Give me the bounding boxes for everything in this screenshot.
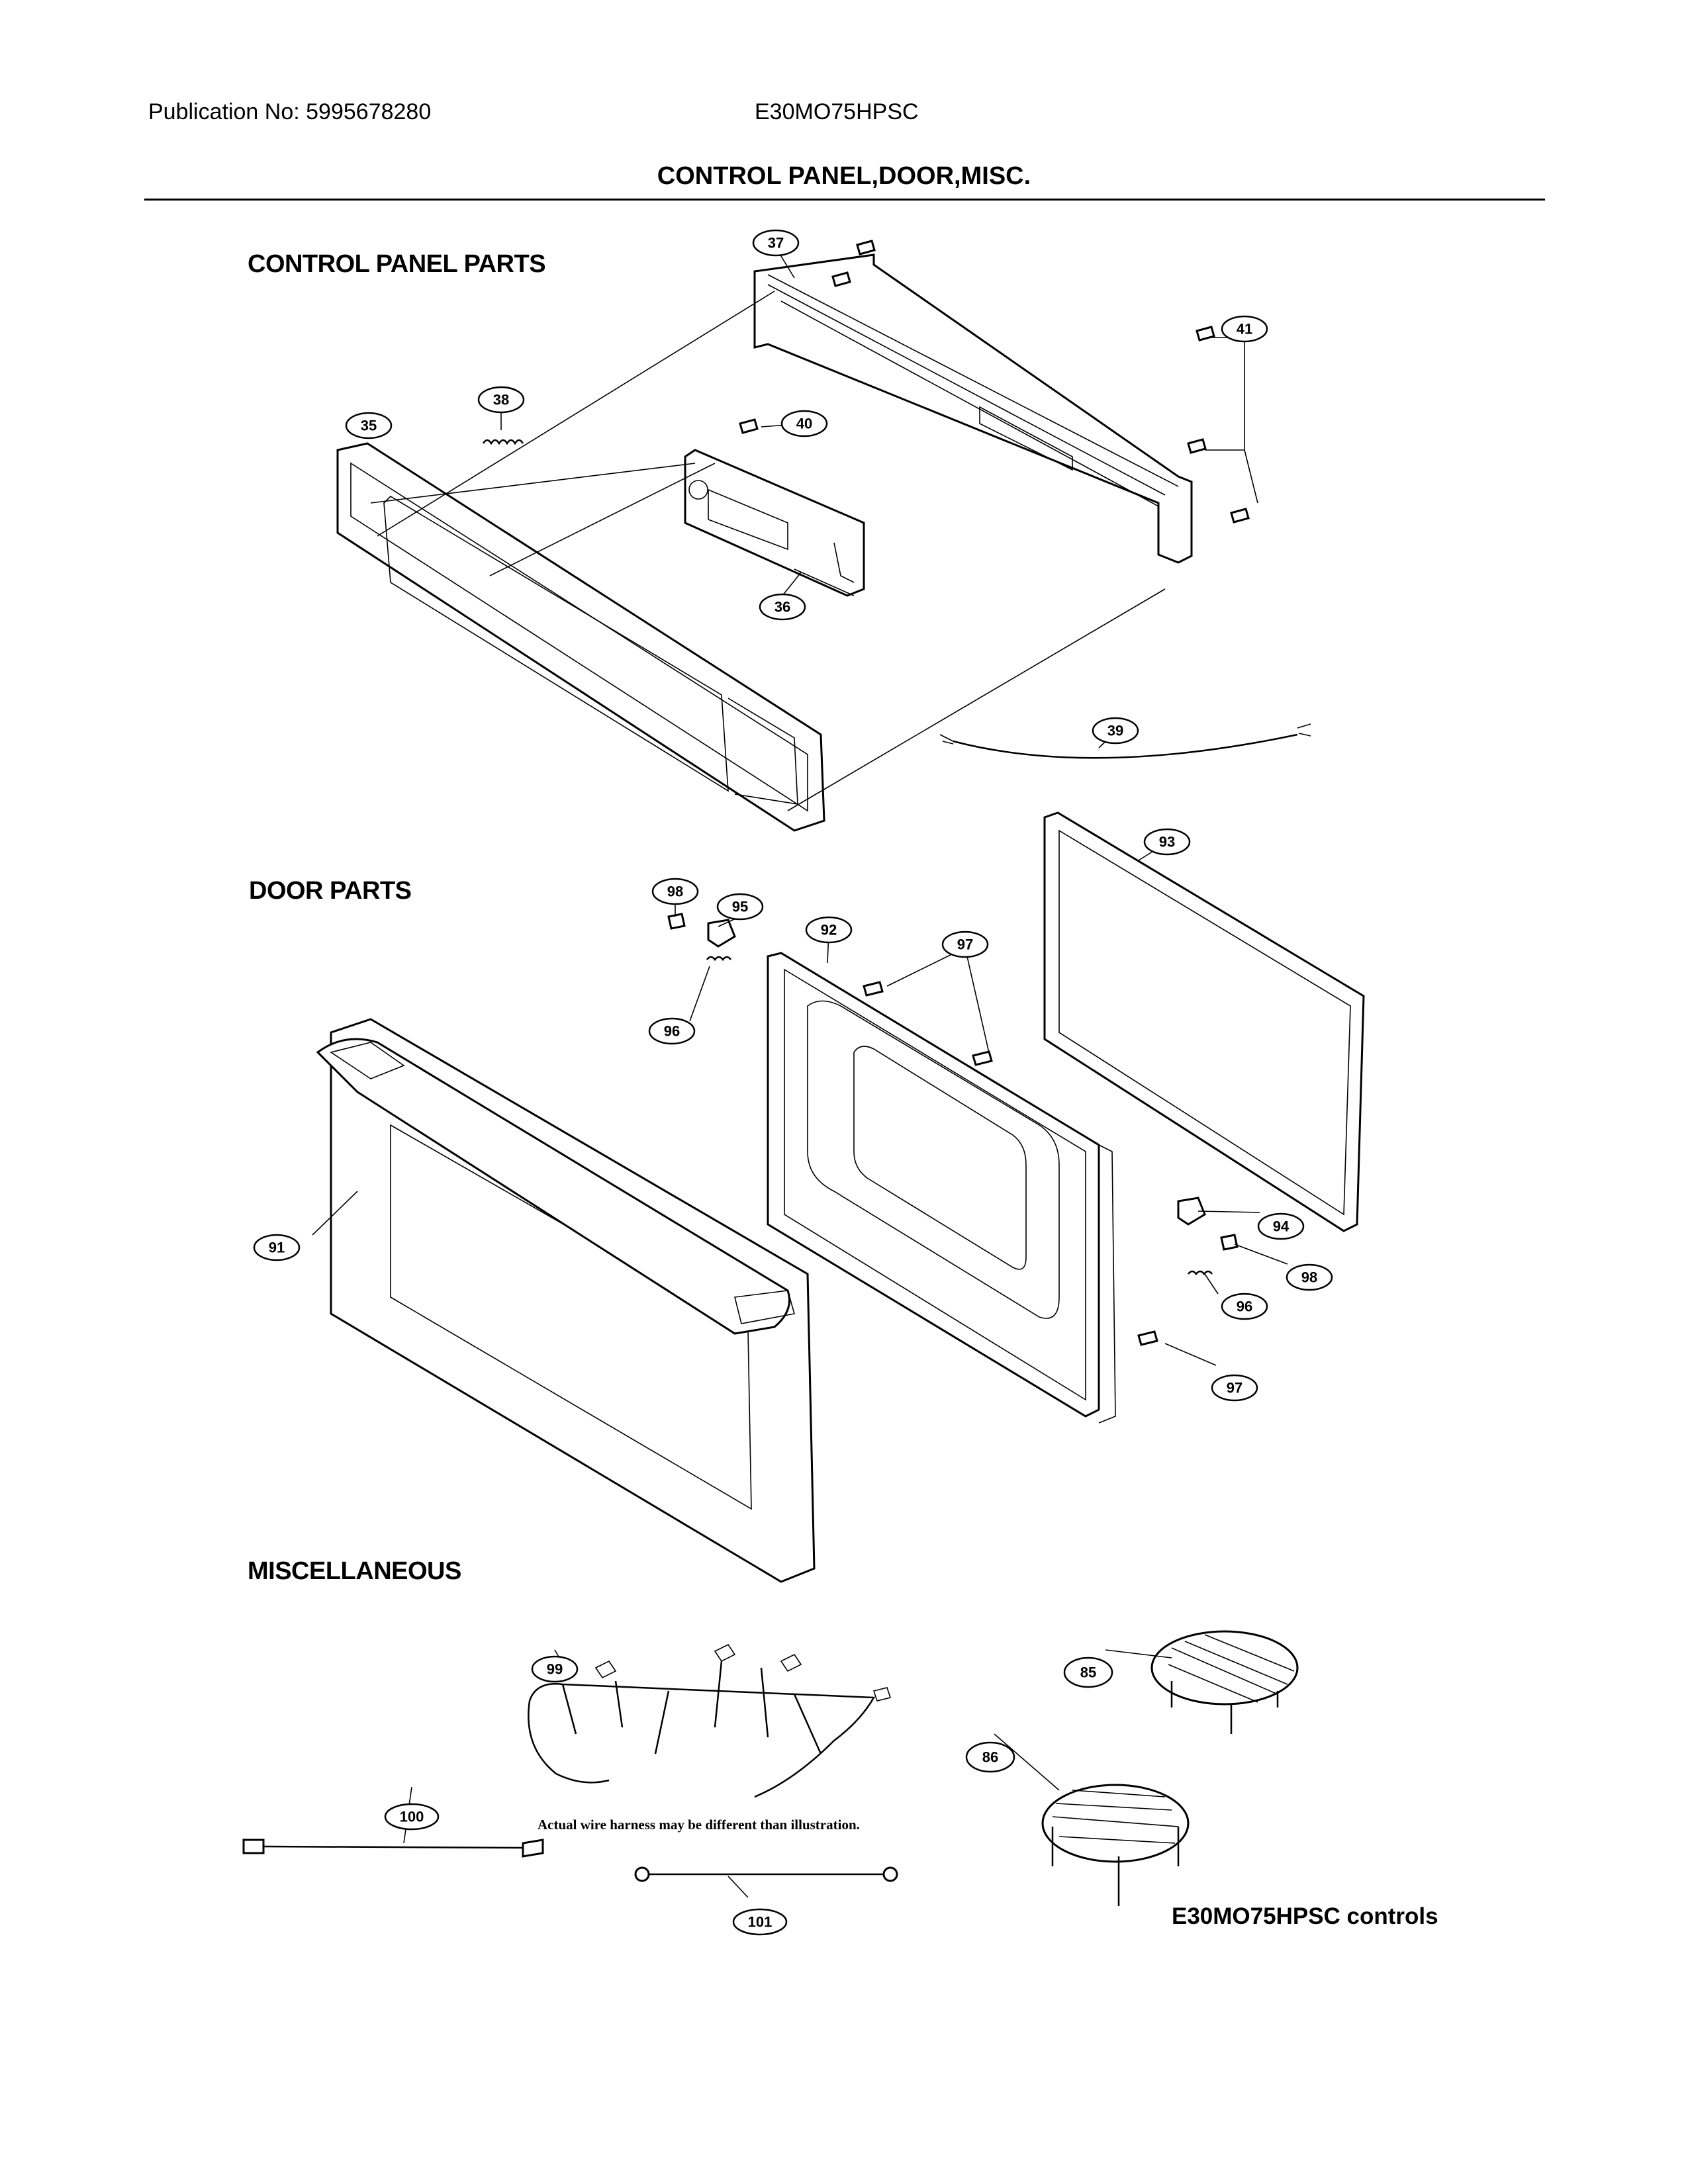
svg-text:35: 35 xyxy=(361,418,377,434)
callout-98: 98 xyxy=(1286,1263,1333,1291)
svg-text:98: 98 xyxy=(1301,1269,1317,1286)
door-screw-part xyxy=(863,981,1158,1346)
callout-101: 101 xyxy=(732,1908,788,1936)
svg-text:36: 36 xyxy=(774,599,790,615)
svg-text:97: 97 xyxy=(957,936,973,953)
svg-text:96: 96 xyxy=(1237,1298,1252,1315)
svg-text:39: 39 xyxy=(1107,723,1123,739)
page-title: CONTROL PANEL,DOOR,MISC. xyxy=(657,162,1031,190)
callout-98: 98 xyxy=(651,878,699,905)
callout-97: 97 xyxy=(941,931,989,958)
control-board-part xyxy=(684,449,865,597)
publication-number: Publication No: 5995678280 xyxy=(148,99,432,124)
svg-text:92: 92 xyxy=(821,922,837,938)
svg-text:93: 93 xyxy=(1159,834,1175,850)
title-rule xyxy=(144,199,1545,201)
callout-40: 40 xyxy=(780,410,828,437)
wire-harness-part xyxy=(528,1643,892,1798)
outer-door-part xyxy=(316,1018,816,1583)
oven-rack-part xyxy=(1150,1630,1299,1734)
callout-85: 85 xyxy=(1063,1657,1113,1688)
wire-harness-note: Actual wire harness may be different tha… xyxy=(538,1817,860,1833)
callout-95: 95 xyxy=(716,893,764,921)
svg-text:37: 37 xyxy=(768,235,784,251)
callout-38: 38 xyxy=(477,386,525,414)
svg-text:91: 91 xyxy=(269,1240,285,1256)
callout-41: 41 xyxy=(1221,315,1268,343)
callout-97: 97 xyxy=(1211,1374,1258,1402)
door-latch-part xyxy=(667,913,1239,1276)
wire-part xyxy=(939,723,1311,759)
svg-text:38: 38 xyxy=(493,392,509,408)
callout-91: 91 xyxy=(253,1234,301,1261)
callout-96: 96 xyxy=(1221,1293,1268,1320)
callout-37: 37 xyxy=(752,229,800,257)
svg-text:100: 100 xyxy=(400,1809,424,1825)
callout-99: 99 xyxy=(531,1655,579,1683)
svg-text:94: 94 xyxy=(1273,1218,1289,1235)
door-seal-frame-part xyxy=(1043,811,1365,1232)
door-section-heading: DOOR PARTS xyxy=(249,877,412,905)
callout-36: 36 xyxy=(759,593,806,621)
svg-text:41: 41 xyxy=(1237,321,1252,338)
svg-text:85: 85 xyxy=(1080,1664,1096,1681)
callout-94: 94 xyxy=(1257,1212,1305,1240)
spring-part xyxy=(482,439,524,445)
svg-text:98: 98 xyxy=(667,884,683,900)
assembly-guide-lines xyxy=(370,291,1166,811)
svg-text:40: 40 xyxy=(796,416,812,432)
svg-text:86: 86 xyxy=(982,1749,998,1766)
callout-86: 86 xyxy=(965,1741,1015,1773)
ground-wire-part xyxy=(242,1839,544,1858)
control-panel-bracket-part xyxy=(753,253,1193,564)
screw-part xyxy=(831,240,1250,523)
ground-strap-part xyxy=(634,1866,898,1882)
callout-92: 92 xyxy=(805,916,853,944)
svg-text:99: 99 xyxy=(547,1661,563,1678)
callout-39: 39 xyxy=(1092,717,1139,745)
oven-turntable-rack-part xyxy=(1041,1784,1190,1906)
svg-text:97: 97 xyxy=(1227,1380,1243,1396)
control-panel-face-part xyxy=(336,442,825,832)
svg-text:101: 101 xyxy=(748,1914,773,1931)
model-number: E30MO75HPSC xyxy=(755,99,919,124)
control-panel-section-heading: CONTROL PANEL PARTS xyxy=(248,250,546,278)
screw-part xyxy=(739,418,759,434)
callout-100: 100 xyxy=(384,1803,440,1831)
svg-text:96: 96 xyxy=(664,1023,680,1040)
model-controls-caption: E30MO75HPSC controls xyxy=(1172,1903,1438,1929)
svg-text:95: 95 xyxy=(732,899,748,915)
callout-96: 96 xyxy=(648,1017,696,1045)
misc-section-heading: MISCELLANEOUS xyxy=(248,1557,461,1585)
callout-93: 93 xyxy=(1143,828,1191,856)
inner-door-panel-part xyxy=(767,952,1116,1424)
callout-35: 35 xyxy=(345,412,393,439)
